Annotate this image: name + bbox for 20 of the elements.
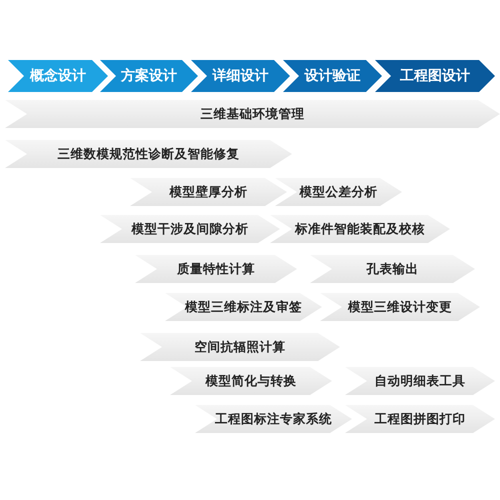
function-banner: 空间抗辐照计算 <box>140 333 340 361</box>
stage-banner: 设计验证 <box>283 60 382 92</box>
function-banner: 自动明细表工具 <box>345 367 495 395</box>
function-banner: 工程图拼图打印 <box>345 405 495 433</box>
function-banner: 质量特性计算 <box>135 255 297 283</box>
function-banner: 孔表输出 <box>310 255 475 283</box>
function-banner: 模型三维标注及审签 <box>165 293 322 321</box>
function-banner: 工程图标注专家系统 <box>195 405 352 433</box>
stage-banner: 详细设计 <box>191 60 290 92</box>
stage-banner: 概念设计 <box>8 60 108 92</box>
function-banner: 模型三维设计变更 <box>320 293 480 321</box>
function-banner: 三维数模规范性诊断及智能修复 <box>5 140 292 168</box>
function-banner: 标准件智能装配及校核 <box>270 215 450 243</box>
stage-banner: 工程图设计 <box>375 60 495 92</box>
function-banner: 模型壁厚分析 <box>130 178 287 206</box>
function-banner: 模型简化与转换 <box>170 367 332 395</box>
function-banner: 三维基础环境管理 <box>5 100 500 128</box>
function-banner: 模型公差分析 <box>275 178 402 206</box>
function-banner: 模型干涉及间隙分析 <box>100 215 280 243</box>
stage-banner: 方案设计 <box>100 60 198 92</box>
